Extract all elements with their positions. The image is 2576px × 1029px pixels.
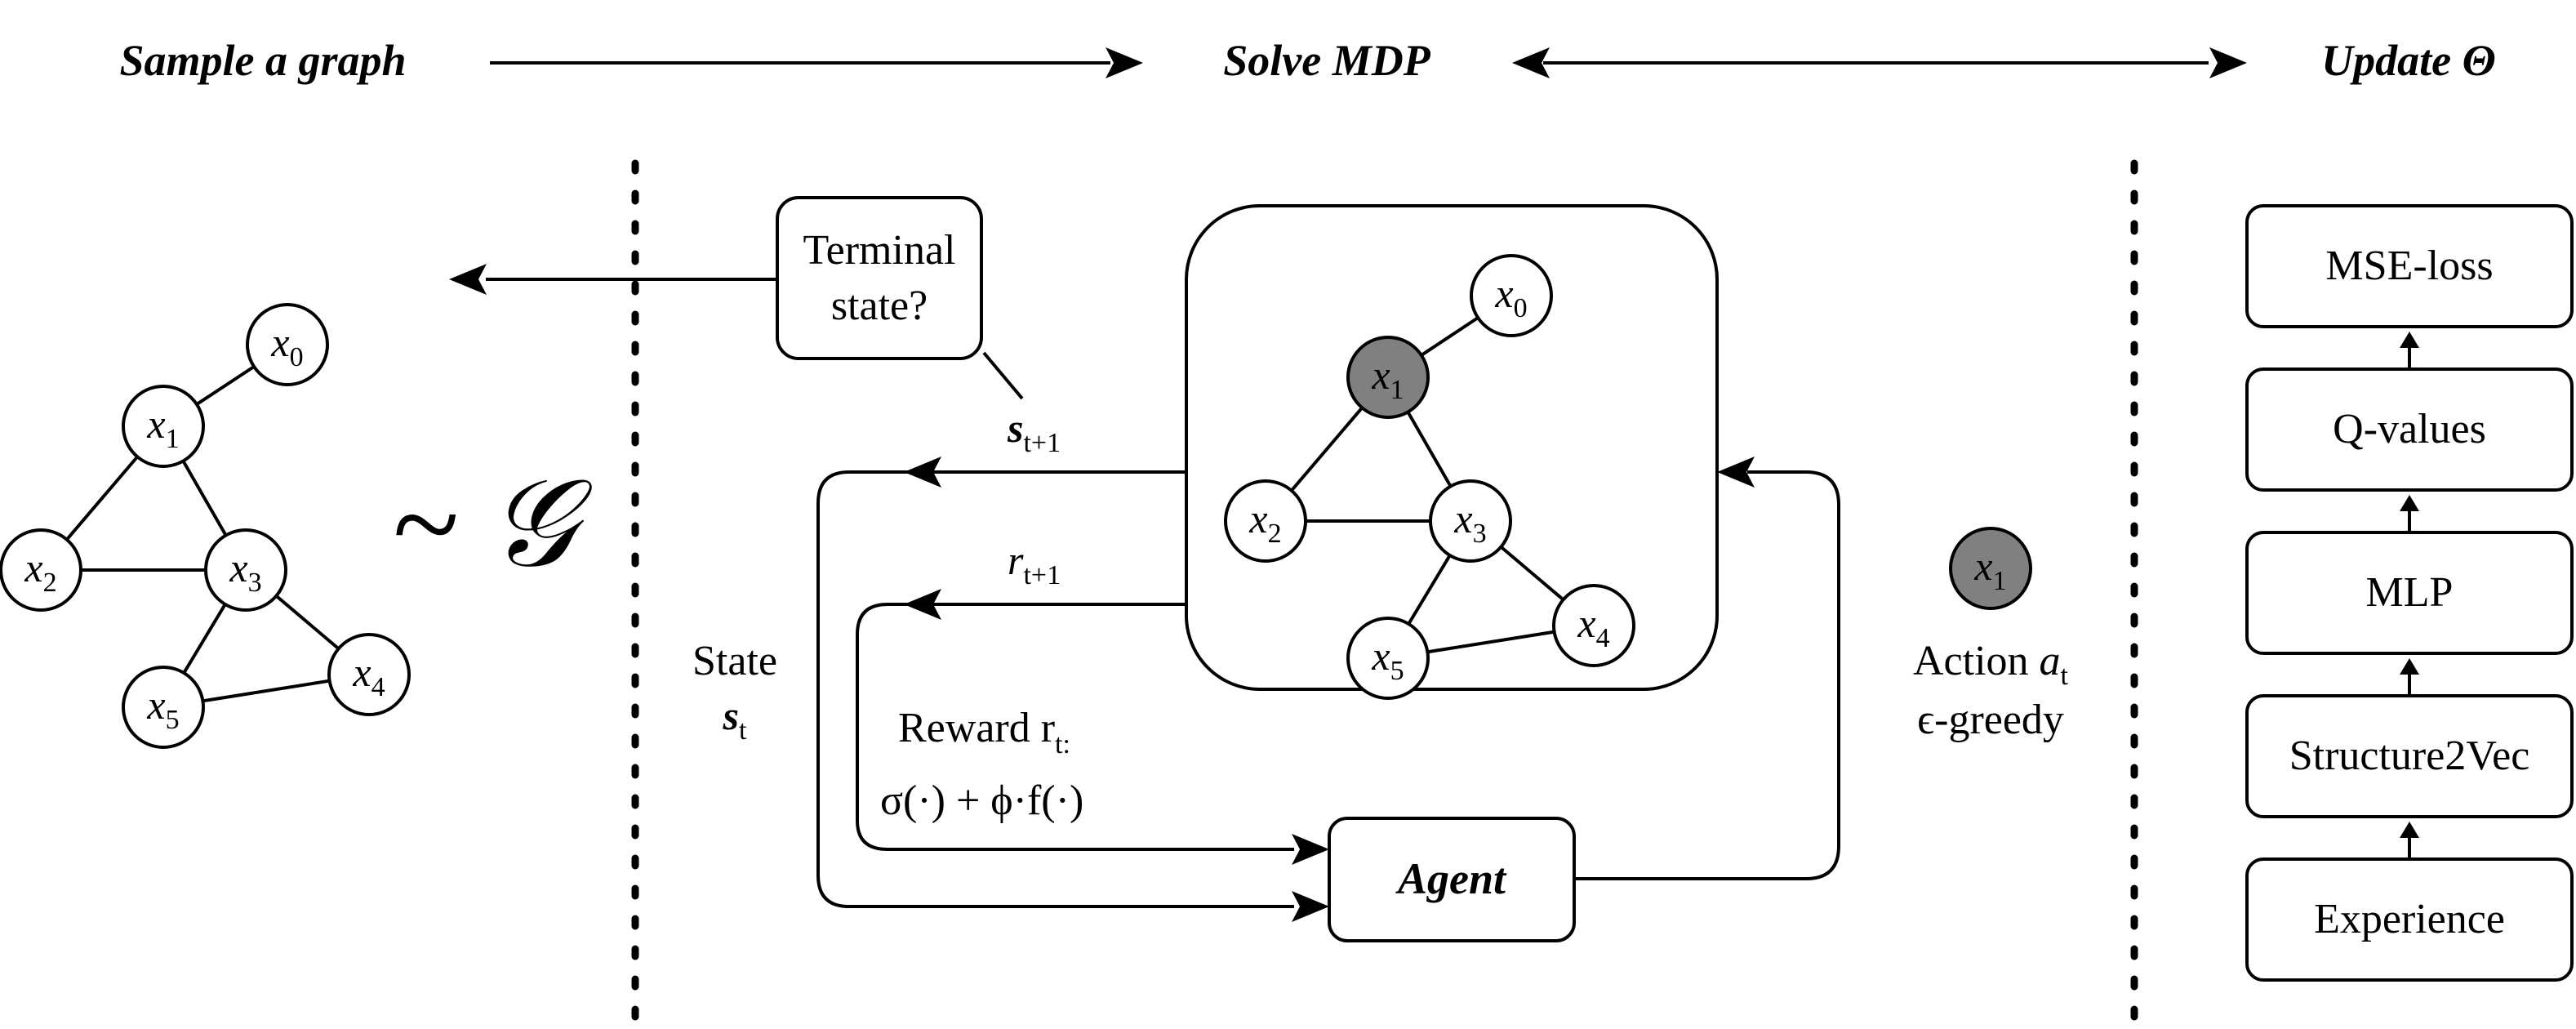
env-node-x4: x4 [1552, 584, 1635, 667]
graph-distribution-label: ~ 𝒢 [391, 457, 593, 592]
environment-box [1185, 204, 1719, 691]
pipeline-arrow-3 [2400, 495, 2419, 532]
svg-text:x4: x4 [1577, 600, 1609, 653]
env-node-x1-selected: x1 [1346, 336, 1430, 419]
header-update-theta: Update Θ [2321, 36, 2496, 85]
agent-label: Agent [1395, 854, 1507, 903]
terminal-callout-line [982, 351, 1024, 400]
header-solve-mdp: Solve MDP [1223, 36, 1430, 85]
svg-text:x3: x3 [229, 545, 261, 598]
update-pipeline: MSE-loss Q-values MLP Structure2Vec Expe… [2245, 204, 2574, 982]
pipeline-label-mlp: MLP [2366, 569, 2454, 616]
agent-box: Agent [1328, 817, 1576, 942]
environment-graph: x0 x1 x2 x3 x4 x5 [1224, 254, 1635, 700]
pipeline-label-q-values: Q-values [2333, 406, 2486, 452]
node-x5: x5 [122, 666, 205, 749]
state-word: State [692, 638, 777, 684]
terminal-label-line1: Terminal [803, 227, 956, 274]
env-node-x2: x2 [1224, 479, 1307, 563]
pipeline-box-mse-loss [2245, 204, 2574, 328]
node-x0: x0 [246, 303, 329, 386]
node-x3: x3 [204, 528, 287, 612]
next-state-label: st+1 [1007, 405, 1061, 458]
pipeline-label-mse-loss: MSE-loss [2325, 243, 2493, 289]
env-node-x0: x0 [1470, 254, 1553, 337]
arrow-terminal-to-sample [449, 264, 777, 295]
reward-label: Reward rt: [898, 705, 1070, 760]
terminal-label-line2: state? [831, 283, 928, 329]
svg-text:x2: x2 [1248, 496, 1281, 549]
svg-text:x0: x0 [1494, 270, 1527, 323]
state-symbol: st [723, 693, 747, 746]
node-x4: x4 [327, 633, 411, 716]
terminal-state-box: Terminal state? [776, 196, 983, 360]
pipeline-arrow-1 [2400, 822, 2419, 859]
action-loop-arrow [1574, 457, 1840, 880]
node-x2: x2 [0, 528, 82, 612]
svg-text:x1: x1 [146, 401, 179, 454]
header-arrow-sample-to-solve [490, 47, 1143, 78]
header-arrow-solve-update [1512, 47, 2247, 78]
next-reward-label: rt+1 [1008, 537, 1061, 590]
svg-text:x0: x0 [270, 319, 303, 372]
action-label: Action at [1913, 638, 2069, 691]
svg-text:x2: x2 [24, 545, 56, 598]
env-node-x3: x3 [1429, 479, 1512, 563]
reward-formula: σ(·) + ϕ·f(·) [880, 777, 1083, 824]
header-sample-graph: Sample a graph [119, 36, 406, 85]
svg-text:x4: x4 [352, 649, 385, 702]
pipeline-label-experience: Experience [2314, 896, 2505, 942]
node-x1: x1 [122, 385, 205, 468]
action-node-x1: x1 [1949, 527, 2032, 610]
reward-loop-arrow [856, 589, 1329, 865]
svg-text:x1: x1 [1371, 352, 1404, 405]
state-loop-arrow [816, 457, 1329, 922]
sample-graph: x0 x1 x2 x3 x4 x5 [0, 303, 411, 749]
svg-text:x1: x1 [1973, 543, 2006, 596]
pipeline-arrow-2 [2400, 658, 2419, 696]
pipeline-arrow-4 [2400, 332, 2419, 369]
svg-text:x5: x5 [146, 682, 179, 735]
pipeline-label-structure2vec: Structure2Vec [2289, 733, 2530, 779]
action-policy-label: ϵ-greedy [1917, 697, 2064, 743]
svg-text:x5: x5 [1371, 633, 1404, 686]
svg-text:x3: x3 [1453, 496, 1486, 549]
env-node-x5: x5 [1346, 617, 1430, 700]
